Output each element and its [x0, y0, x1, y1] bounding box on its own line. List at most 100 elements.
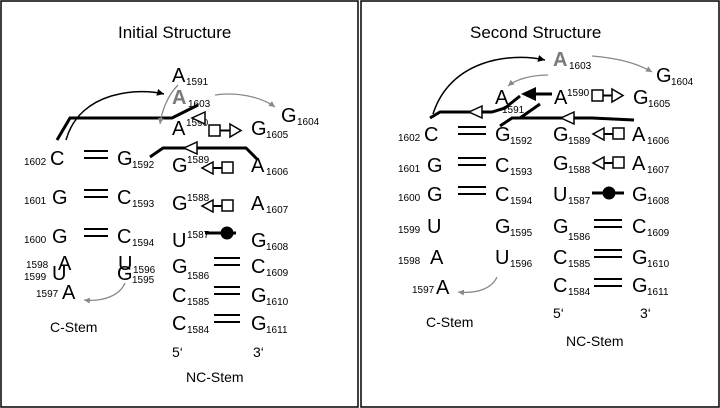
nucleotide-base: G	[172, 155, 188, 177]
nucleotide-number: 1603	[569, 61, 592, 72]
nucleotide-base: C	[172, 285, 186, 307]
nucleotide-number: 1585	[187, 297, 210, 308]
nucleotide-number: 1609	[647, 228, 670, 239]
c-stem-label: C-Stem	[50, 319, 97, 335]
nucleotide-number: 1608	[266, 242, 289, 253]
nucleotide-number: 1587	[568, 196, 591, 207]
nucleotide-base: A	[251, 193, 265, 215]
nucleotide-number: 1599	[24, 272, 47, 283]
nucleotide-base: C	[117, 226, 131, 248]
five-prime-label: 5‘	[172, 344, 183, 360]
nucleotide-number: 1585	[568, 259, 591, 270]
nucleotide-base: G	[251, 285, 267, 307]
nucleotide-base: G	[656, 65, 672, 87]
nucleotide-number: 1595	[132, 275, 155, 286]
nucleotide-base: A	[172, 65, 186, 87]
nucleotide-number: 1609	[266, 268, 289, 279]
nucleotide-base: G	[117, 263, 133, 285]
nucleotide-number: 1588	[187, 193, 210, 204]
left-panel-title: Initial Structure	[118, 23, 231, 42]
c-stem-label: C-Stem	[426, 314, 473, 330]
noncanonical-pair-symbols	[521, 87, 625, 200]
nucleotide-base: G	[632, 184, 648, 206]
nucleotide-base: G	[172, 256, 188, 278]
nucleotide-base: C	[553, 247, 567, 269]
nucleotide-base: C	[424, 124, 438, 146]
nucleotide-number: 1589	[187, 155, 210, 166]
nc-stem-label: NC-Stem	[566, 333, 624, 349]
nucleotide-number: 1604	[297, 117, 320, 128]
nucleotide-base: U	[495, 247, 509, 269]
nucleotide-number: 1590	[567, 88, 590, 99]
nucleotide-base: C	[553, 275, 567, 297]
nucleotide-base: A	[430, 247, 444, 269]
nucleotide-base: A	[58, 253, 72, 275]
nucleotide-number: 1606	[647, 136, 670, 147]
nucleotide-base: G	[251, 313, 267, 335]
nucleotide-number: 1591	[186, 77, 209, 88]
nucleotide-number: 1602	[398, 133, 421, 144]
nucleotide-base: U	[553, 184, 567, 206]
nucleotide-number: 1596	[510, 259, 533, 270]
three-prime-label: 3‘	[253, 344, 264, 360]
base-pair-lines	[84, 150, 240, 323]
nucleotide-base: G	[632, 247, 648, 269]
three-prime-label: 3‘	[640, 305, 651, 321]
nucleotide-number: 1607	[647, 165, 670, 176]
nucleotide-base-highlighted: A	[172, 87, 186, 109]
nucleotide-base: A	[632, 153, 646, 175]
backbone-strands	[55, 103, 260, 162]
nucleotide-base: G	[117, 148, 133, 170]
nucleotide-number: 1594	[510, 196, 533, 207]
nucleotide-base: G	[553, 216, 569, 238]
nucleotide-number: 1588	[568, 165, 591, 176]
nucleotide-base: A	[632, 124, 646, 146]
left-panel: Initial Structure A 1591 A 1603 G 1604 1…	[24, 23, 320, 385]
nucleotide-number: 1604	[671, 77, 694, 88]
nucleotide-base: C	[495, 184, 509, 206]
nucleotide-number: 1587	[187, 230, 210, 241]
nucleotide-base: C	[117, 187, 131, 209]
nucleotide-number: 1586	[187, 271, 210, 282]
nucleotide-base: G	[251, 118, 267, 140]
nucleotide-base: A	[251, 155, 265, 177]
right-panel-frame	[360, 0, 720, 408]
nucleotide-number: 1596	[133, 265, 156, 276]
nucleotide-number: 1606	[266, 167, 289, 178]
nucleotide-base: C	[632, 216, 646, 238]
nucleotide-number: 1593	[510, 167, 533, 178]
nucleotide-number: 1607	[266, 205, 289, 216]
nucleotide-base: A	[436, 277, 450, 299]
nucleotide-number: 1584	[568, 287, 591, 298]
nucleotide-number: 1594	[132, 238, 155, 249]
nucleotide-number: 1605	[266, 130, 289, 141]
nucleotide-number: 1598	[398, 256, 421, 267]
nucleotide-number: 1592	[132, 160, 155, 171]
nucleotide-number: 1611	[647, 287, 669, 298]
nucleotide-number: 1595	[510, 228, 533, 239]
nucleotide-base: C	[50, 148, 64, 170]
nucleotide-number: 1586	[568, 232, 591, 243]
nucleotide-base: A	[62, 282, 76, 304]
nucleotide-base: G	[553, 153, 569, 175]
nucleotide-number: 1591	[502, 105, 525, 116]
base-pair-lines	[458, 126, 622, 287]
nucleotide-number: 1592	[510, 136, 533, 147]
left-panel-frame	[0, 0, 359, 408]
nucleotide-number: 1601	[24, 196, 47, 207]
nucleotide-base: C	[172, 313, 186, 335]
nucleotide-base: G	[553, 124, 569, 146]
nucleotide-number: 1603	[188, 99, 211, 110]
nucleotide-number: 1600	[24, 235, 47, 246]
nucleotide-number: 1605	[648, 99, 671, 110]
nucleotide-base: C	[251, 256, 265, 278]
nc-stem-label: NC-Stem	[186, 369, 244, 385]
nucleotide-base: G	[251, 230, 267, 252]
right-panel-title: Second Structure	[470, 23, 601, 42]
nucleotide-number: 1593	[132, 199, 155, 210]
nucleotide-base: G	[52, 187, 68, 209]
nucleotide-number: 1598	[26, 260, 49, 271]
nucleotide-base: C	[495, 155, 509, 177]
right-panel: Second Structure A 1603 G 1604 A 1591 A …	[398, 23, 694, 349]
